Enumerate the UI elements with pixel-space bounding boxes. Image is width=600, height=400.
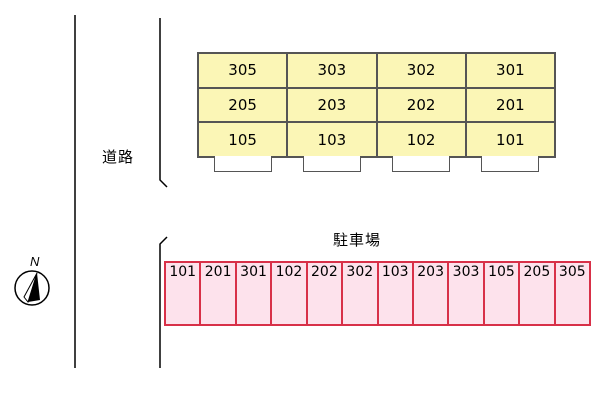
parking-space: 101 <box>165 262 201 325</box>
unit-cell: 105 <box>198 122 288 157</box>
parking-space: 105 <box>483 262 520 325</box>
parking-space: 201 <box>200 262 236 325</box>
unit-cell: 305 <box>198 53 288 88</box>
compass-icon: N <box>14 254 50 306</box>
parking-label: 駐車場 <box>333 231 382 249</box>
unit-cell: 201 <box>465 87 555 123</box>
parking-space: 202 <box>306 262 343 325</box>
unit-cell: 202 <box>376 87 466 123</box>
unit-cell: 303 <box>287 53 377 88</box>
unit-cell: 301 <box>465 53 555 88</box>
building-entrance <box>214 156 272 172</box>
road-label: 道路 <box>102 148 135 166</box>
parking-space: 205 <box>519 262 555 325</box>
parking-space: 303 <box>448 262 484 325</box>
unit-cell: 103 <box>287 122 377 157</box>
unit-cell: 205 <box>198 87 288 123</box>
building-entrance <box>392 156 450 172</box>
parking-space: 103 <box>377 262 413 325</box>
building-entrance <box>303 156 361 172</box>
parking-space: 203 <box>412 262 449 325</box>
road-edge-right-lower <box>159 236 168 368</box>
unit-cell: 203 <box>287 87 377 123</box>
road-edge-right-upper <box>159 18 168 188</box>
compass-label: N <box>30 254 40 269</box>
parking-space: 305 <box>554 262 590 325</box>
parking-space: 102 <box>271 262 307 325</box>
unit-cell: 302 <box>376 53 466 88</box>
parking-space: 301 <box>235 262 272 325</box>
unit-cell: 102 <box>376 122 466 157</box>
parking-space: 302 <box>342 262 378 325</box>
building-entrance <box>481 156 539 172</box>
unit-cell: 101 <box>465 122 555 157</box>
